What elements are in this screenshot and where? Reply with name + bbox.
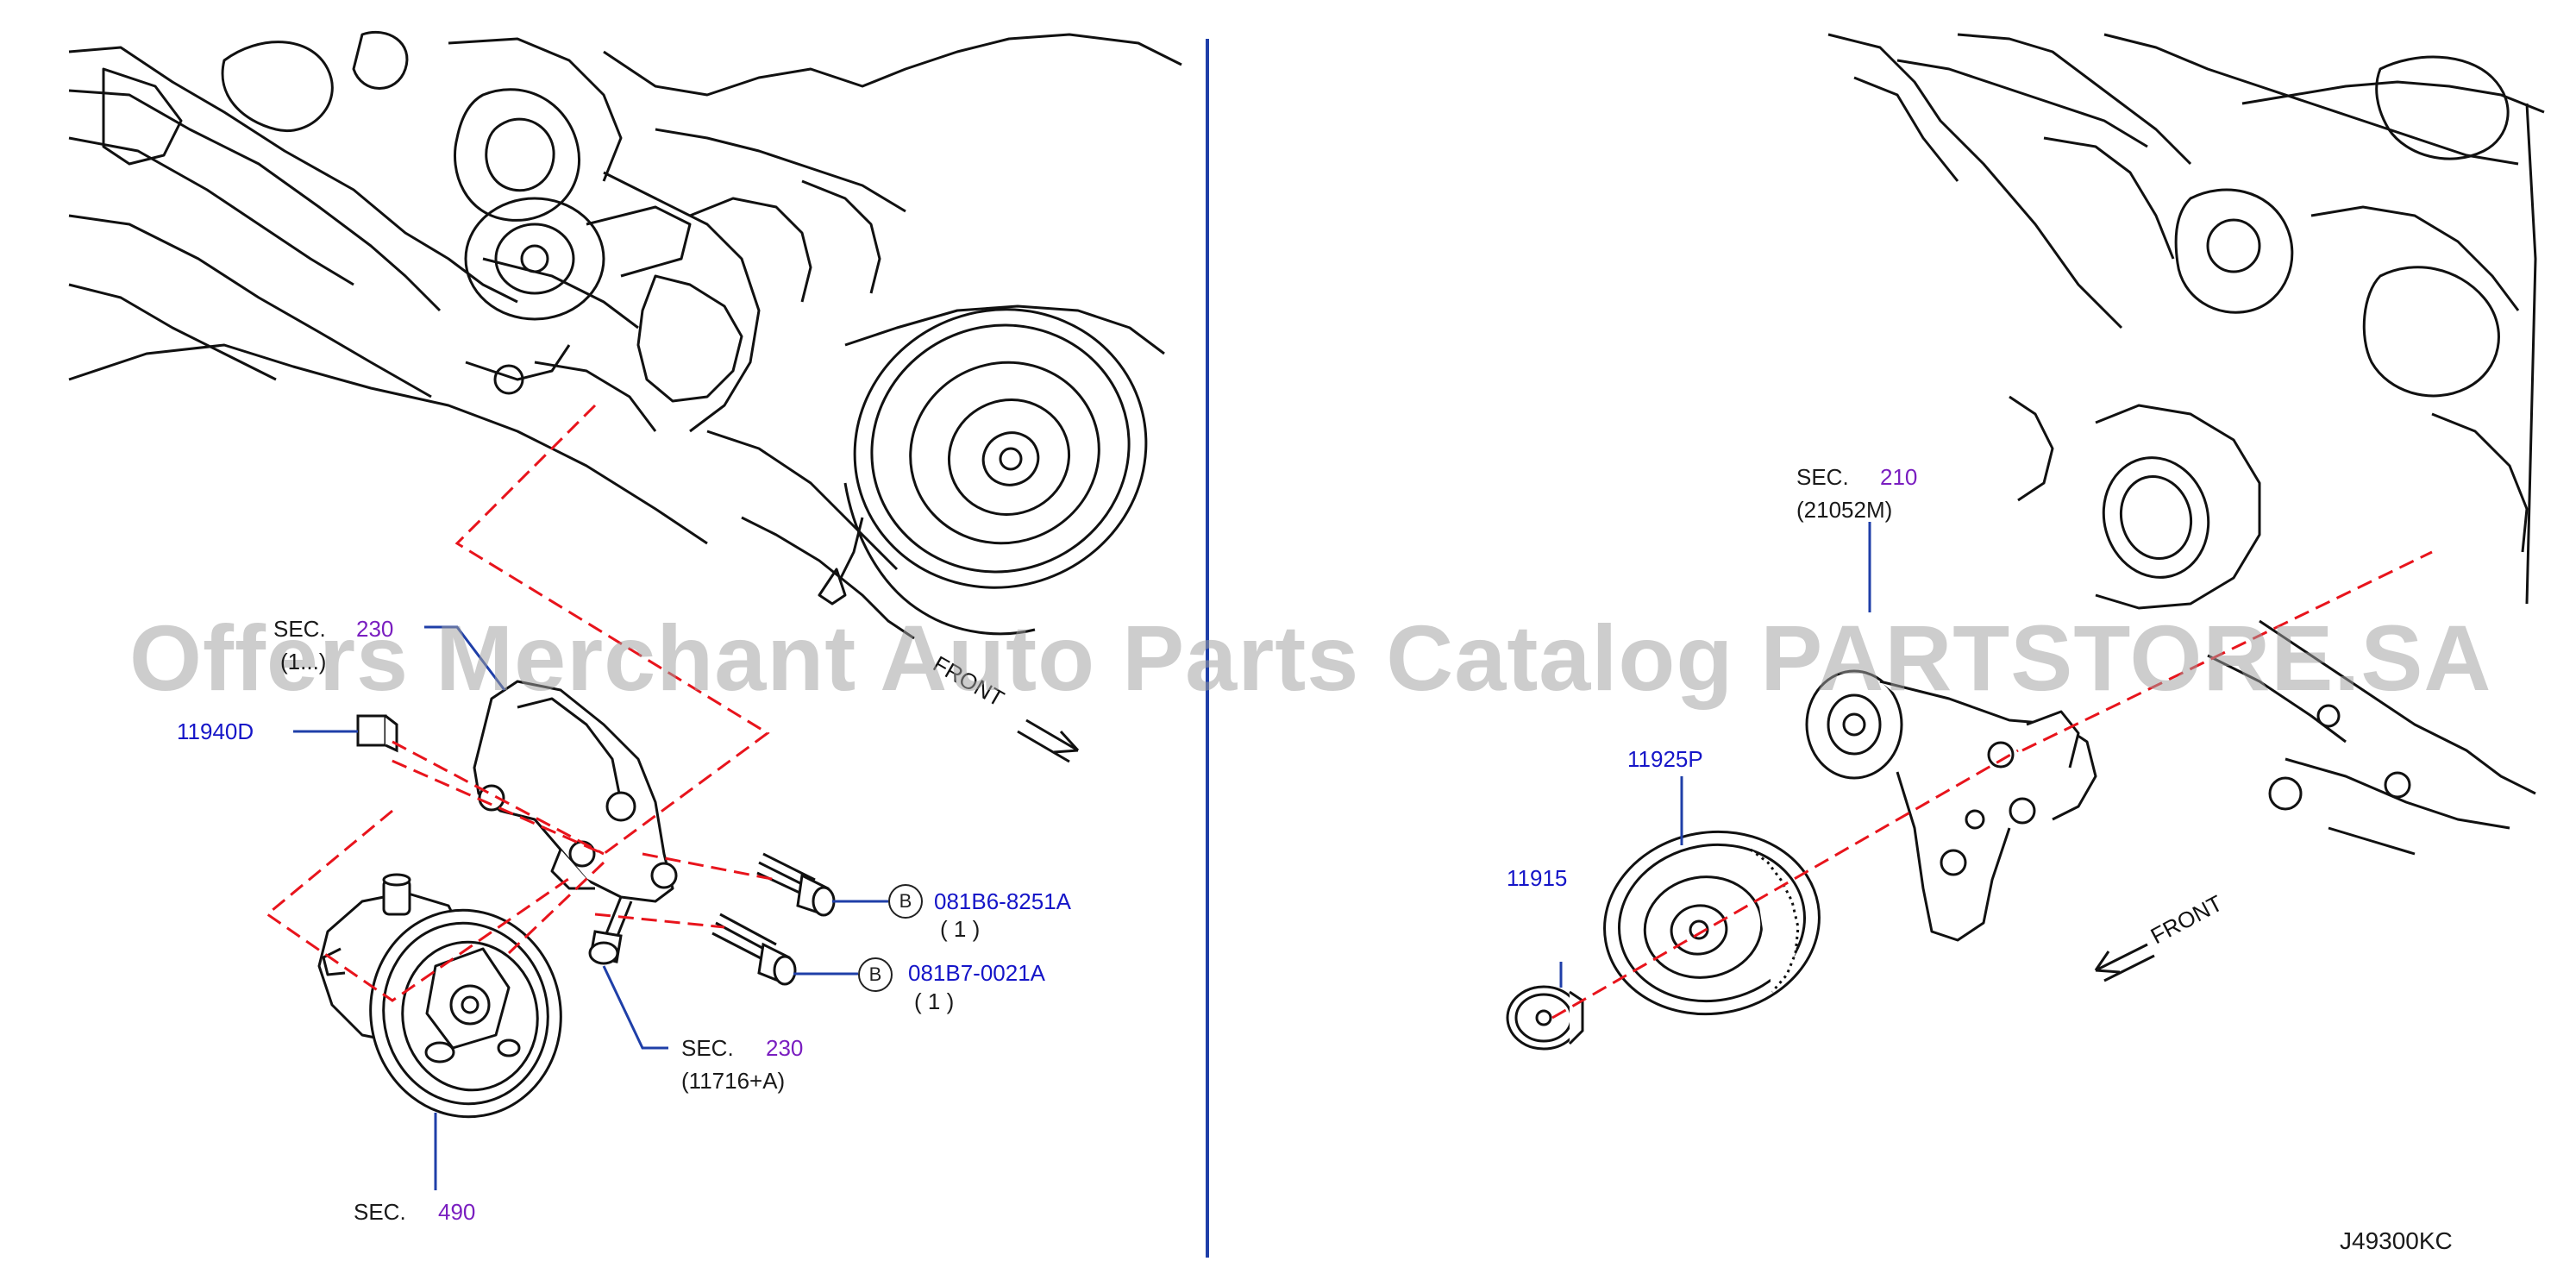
front-label-right: FRONT <box>2147 890 2227 950</box>
bolt-2-circle-b: B <box>858 957 893 992</box>
sec-210-link[interactable]: 210 <box>1880 464 1918 490</box>
sec-490-prefix: SEC. <box>354 1199 406 1225</box>
leader-lines <box>293 522 1871 1190</box>
sec-490-link[interactable]: 490 <box>438 1199 476 1225</box>
ps-bracket <box>473 680 678 903</box>
part-081B6-8251A-link[interactable]: 081B6-8251A <box>934 888 1072 914</box>
left-engine-block <box>68 30 1182 640</box>
pulley-bolt-cap <box>1506 985 1584 1051</box>
crank-pulley <box>1603 830 1821 1016</box>
ps-pump <box>317 873 562 1119</box>
sec-230-bottom-sub: (11716+A) <box>681 1068 786 1094</box>
bolt-1-qty: ( 1 ) <box>940 916 981 942</box>
bolt-1-circle-b: B <box>888 884 923 919</box>
sec-230-bottom-link[interactable]: 230 <box>766 1035 804 1061</box>
sec-210-sub: (21052M) <box>1796 497 1893 523</box>
sec-230-bottom-prefix: SEC. <box>681 1035 734 1061</box>
right-engine-block <box>1827 33 2545 856</box>
sec-210-prefix: SEC. <box>1796 464 1849 490</box>
watermark: Offers Merchant Auto Parts Catalog PARTS… <box>129 605 2492 710</box>
part-081B7-0021A-link[interactable]: 081B7-0021A <box>908 960 1046 986</box>
front-arrow-left <box>1017 718 1080 763</box>
sec-230-top-prefix: SEC. <box>273 616 326 642</box>
sec-230-top-link[interactable]: 230 <box>356 616 394 642</box>
phantom-lines <box>265 404 2433 1020</box>
part-11925P-link[interactable]: 11925P <box>1627 746 1703 772</box>
part-11915-link[interactable]: 11915 <box>1507 865 1568 891</box>
sec-230-top-sub: (1...) <box>280 649 327 675</box>
bracket-bolt <box>356 714 836 986</box>
front-arrow-right <box>2094 943 2155 982</box>
bolt-2-qty: ( 1 ) <box>914 988 955 1014</box>
part-11940D-link[interactable]: 11940D <box>177 718 254 744</box>
drawing-code: J49300KC <box>2340 1227 2453 1254</box>
idler-bracket <box>1805 669 2097 942</box>
